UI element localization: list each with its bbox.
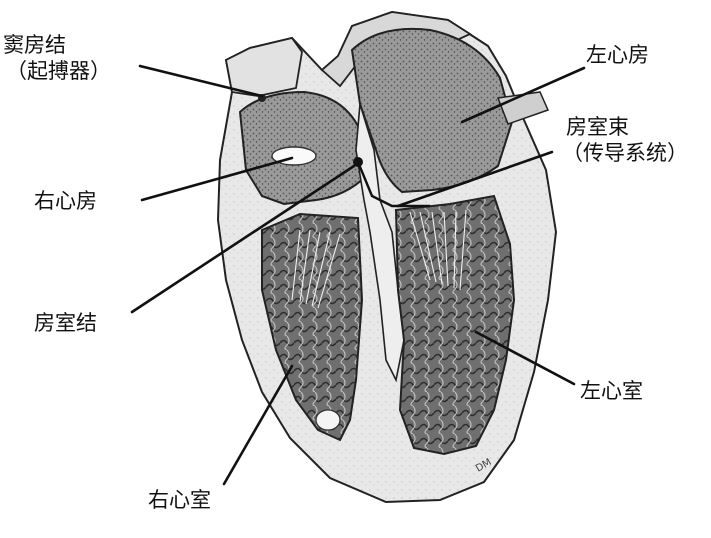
leader-line-left-ventricle <box>474 330 576 386</box>
left-atrium-vein <box>496 91 550 125</box>
label-av-node: 房室结 <box>34 311 97 335</box>
leader-lines <box>130 64 586 486</box>
leader-line-left-atrium <box>460 66 586 124</box>
leader-line-right-atrium <box>140 156 294 202</box>
right-ventricle-chamber <box>261 212 364 442</box>
aorta-vessel <box>224 36 303 97</box>
label-av-bundle: 房室束 （传导系统） <box>562 114 688 166</box>
label-left-ventricle: 左心室 <box>580 379 643 403</box>
leader-line-sa-node <box>138 64 264 98</box>
label-sa-node-line2: （起搏器） <box>6 59 111 83</box>
label-sa-node: 窦房结 （起搏器） <box>3 32 111 84</box>
label-av-bundle-line1: 房室束 <box>566 115 629 139</box>
label-right-atrium: 右心房 <box>34 189 97 213</box>
left-ventricle-chamber <box>394 194 516 456</box>
chordae-tendineae-left <box>409 209 467 291</box>
av-bundle-path <box>356 161 430 208</box>
right-ventricle-pocket <box>315 409 341 431</box>
label-sa-node-line1: 窦房结 <box>3 33 66 57</box>
leader-line-right-ventricle <box>222 364 294 486</box>
label-left-atrium: 左心房 <box>586 43 649 67</box>
leader-line-av-node <box>130 164 356 314</box>
label-av-bundle-line2: （传导系统） <box>562 141 688 165</box>
chordae-tendineae-right <box>291 229 341 309</box>
leader-line-av-bundle <box>396 150 554 208</box>
label-right-ventricle: 右心室 <box>148 488 211 512</box>
